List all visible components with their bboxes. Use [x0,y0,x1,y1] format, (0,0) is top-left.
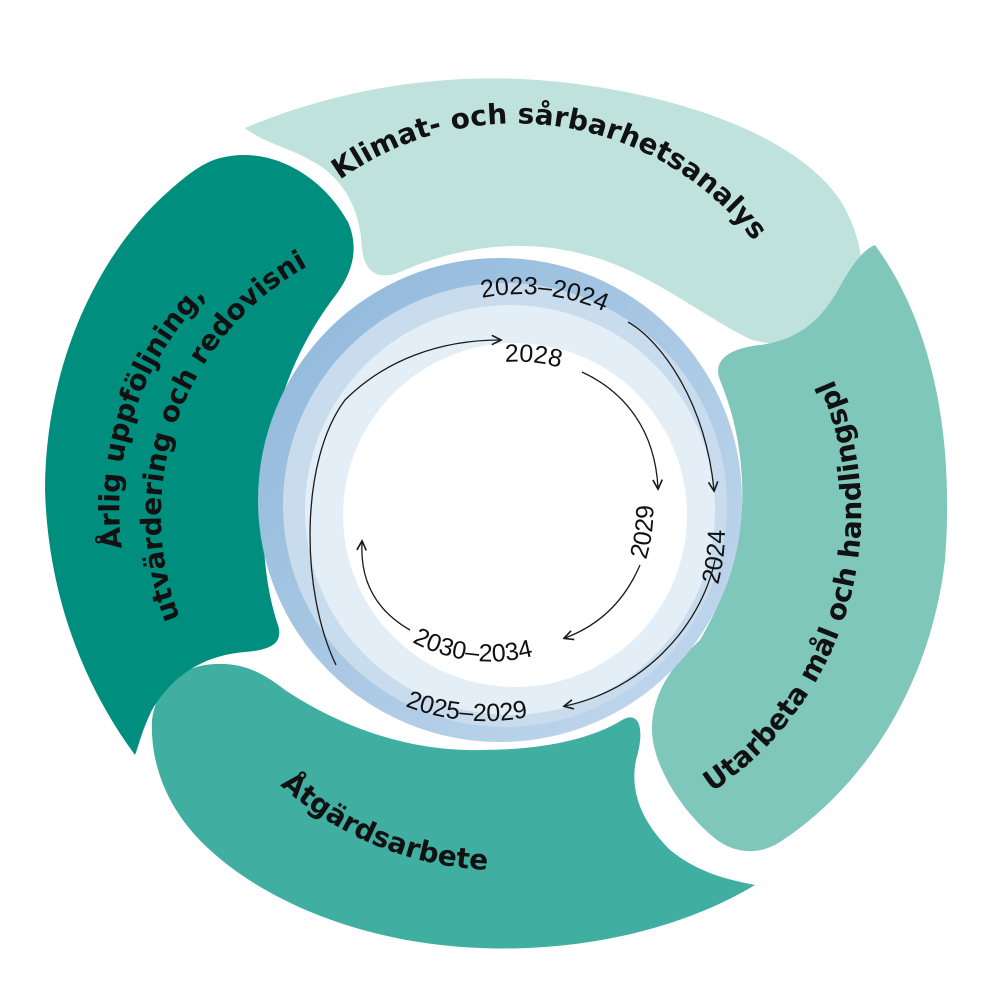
phase-segment-atgard [151,663,755,949]
phase-segment-analys [245,78,863,345]
inner-cycle-arrow-2 [581,371,658,488]
outer-cycle-arrow-1 [627,321,714,490]
outer-cycle-arrow-2 [565,559,716,706]
phase-segment-uppfoljning [45,154,354,755]
phase-segment-mal [652,245,948,852]
inner-cycle-arrow-1 [309,340,500,666]
inner-cycle-arrow-3 [565,564,641,638]
center-circle [343,343,687,687]
inner-cycle-arrow-4 [362,542,411,631]
